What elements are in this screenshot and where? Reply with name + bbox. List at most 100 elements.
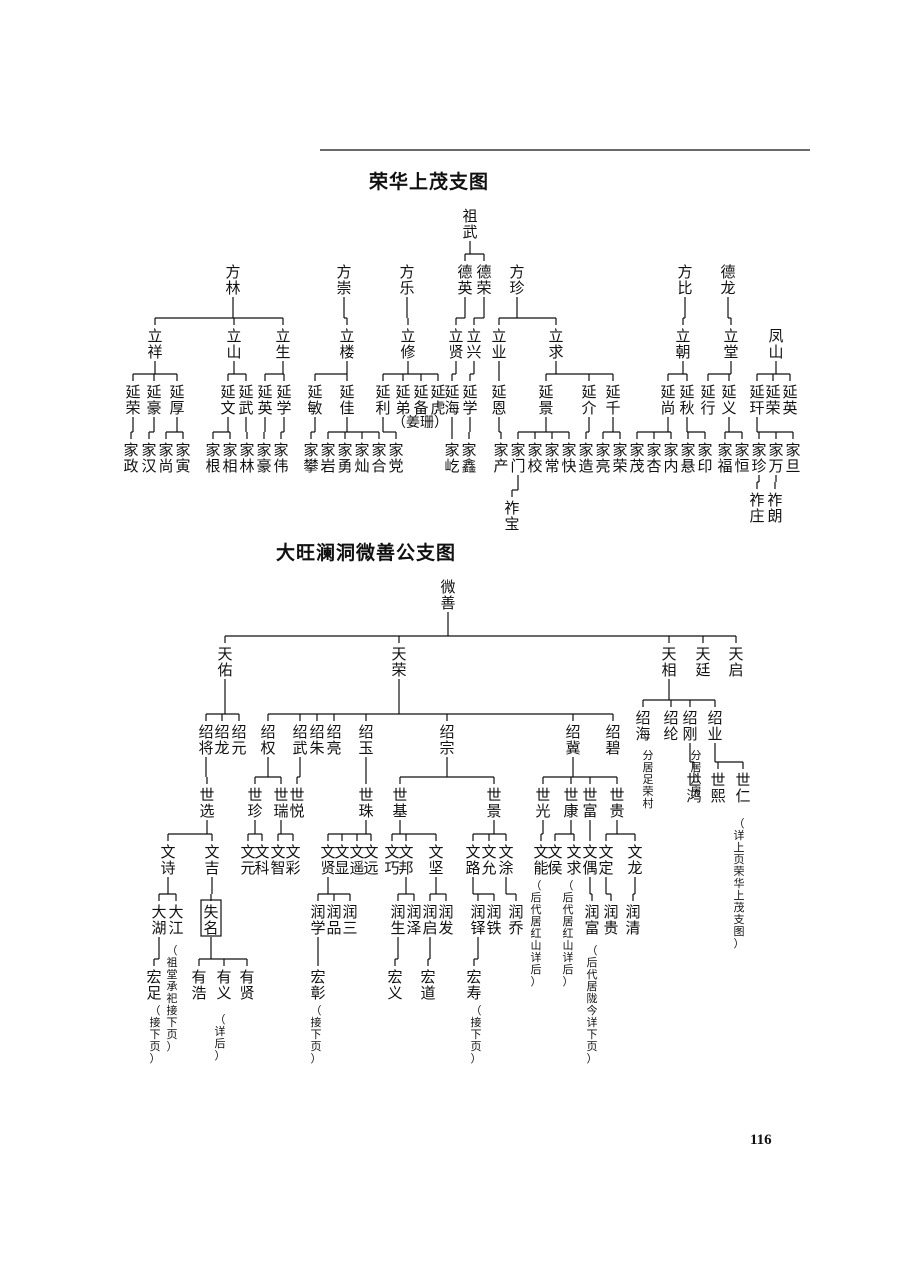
chart1-name-d31: 家福 [717,441,732,475]
chart2-name-d7: 文贤 [320,843,335,877]
chart2-name-d22: 文龙 [627,843,642,877]
chart2-name-b12: 绍海 [635,709,650,743]
chart1-name-a6: 方珍 [509,263,524,297]
chart-title-rongHuaShangMao: 荣华上茂支图 [369,171,490,193]
chart2-name-d2: 文吉 [204,843,219,877]
chart1-name-c7: 延学 [276,383,291,417]
page-number: 116 [750,1132,772,1148]
chart2-name-e15: 润贵 [603,903,618,937]
chart2-name-d9: 文遥 [349,843,364,877]
chart2-name-d1: 文诗 [160,843,175,877]
chart1-name-b9: 立求 [548,327,563,361]
chart2-name-b9: 绍宗 [439,723,454,757]
chart2-name-b5: 绍武 [292,723,307,757]
chart2-name-e4: 润学 [310,903,325,937]
chart2-name-c11: 世贵 [609,786,624,820]
chart1-name-b12: 凤山 [768,327,783,361]
chart1-name-b8: 立业 [491,327,506,361]
chart2-name-b15: 绍业 [707,709,722,743]
chart1-name-c14: 延海 [444,383,459,417]
chart2-name-b6: 绍朱 [309,723,324,757]
chart1-name-b3: 立生 [275,327,290,361]
chart1-name-c12: 延备 [413,383,428,417]
chart2-name-c4: 世悦 [289,786,304,820]
chart1-name-c13: 延虎 [430,383,445,417]
chart2-name-c8: 世光 [535,786,550,820]
chart1-name-c21: 延秋 [679,383,694,417]
chart2-name-c7: 世景 [486,786,501,820]
chart2-name-d12: 文邦 [398,843,413,877]
chart2-name-b7: 绍亮 [326,723,341,757]
chart1-name-d6: 家相 [222,441,237,475]
chart2-note-n_f3: （详后） [215,1013,226,1062]
highlight-boxes [200,899,222,937]
chart2-name-d17: 文能 [533,843,548,877]
chart2-name-b4: 绍权 [260,723,275,757]
chart1-name-d34: 家万 [768,441,783,475]
chart2-name-d3: 文元 [240,843,255,877]
chart1-name-d10: 家攀 [303,441,318,475]
chart1-name-d18: 家产 [493,441,508,475]
chart1-name-a8: 德龙 [720,263,735,297]
chart1-name-d14: 家合 [371,441,386,475]
chart2-note-n12: 分居足荣村 [643,749,654,810]
chart1-name-d12: 家勇 [337,441,352,475]
chart2-name-d8: 文显 [334,843,349,877]
chart2-name-b1: 绍将 [198,723,213,757]
chart2-name-c10: 世富 [582,786,597,820]
chart2-name-e5: 润品 [326,903,341,937]
chart2-name-c13: 世熙 [710,771,725,805]
chart2-name-d6: 文彩 [285,843,300,877]
chart2-name-d13: 文坚 [428,843,443,877]
chart1-name-d24: 家亮 [595,441,610,475]
chart1-name-b1: 立祥 [147,327,162,361]
chart2-name-c9: 世康 [563,786,578,820]
chart1-name-d15: 家党 [388,441,403,475]
chart1-name-d1: 家政 [123,441,138,475]
chart2-lost-name-box [200,899,222,937]
chart1-name-d19: 家门 [510,441,525,475]
chart1-name-c6: 延英 [257,383,272,417]
chart2-name-d4: 文科 [254,843,269,877]
chart2-name-d10: 文远 [363,843,378,877]
chart2-name-c1: 世选 [199,786,214,820]
chart2-name-d14: 文路 [465,843,480,877]
chart2-name-f5: 宏彰 [310,968,325,1002]
chart1-name-d7: 家林 [239,441,254,475]
chart2-name-d21: 文定 [598,843,613,877]
chart2-name-b2: 绍龙 [214,723,229,757]
chart2-name-e12: 润铁 [486,903,501,937]
chart2-name-e8: 润泽 [406,903,421,937]
chart1-name-d5: 家根 [205,441,220,475]
chart1-name-d32: 家恒 [734,441,749,475]
chart1-name-a4: 德英 [457,263,472,297]
chart2-name-c5: 世珠 [358,786,373,820]
chart1-name-a3: 方乐 [399,263,414,297]
chart2-name-e16: 润清 [625,903,640,937]
chart1-name-d28: 家内 [663,441,678,475]
chart2-name-d19: 文求 [566,843,581,877]
chart1-name-b6: 立贤 [448,327,463,361]
chart1-name-e1: 祚宝 [504,499,519,533]
chart1-name-c11: 延弟 [395,383,410,417]
chart1-name-b7: 立兴 [466,327,481,361]
chart1-name-d8: 家豪 [256,441,271,475]
chart2-name-b8: 绍玉 [358,723,373,757]
chart2-name-b11: 绍碧 [605,723,620,757]
chart2-name-c14: 世仁 [735,771,750,805]
chart1-name-c19: 延千 [605,383,620,417]
chart1-name-c17: 延景 [538,383,553,417]
chart2-name-e11: 润铎 [470,903,485,937]
chart1-name-c22: 延行 [700,383,715,417]
name-labels: 祖武方林方崇方乐德英德荣方珍方比德龙立祥立山立生立楼立修立贤立兴立业立求立朝立堂… [123,207,800,1065]
chart1-name-a7: 方比 [677,263,692,297]
chart1-name-c23: 延义 [721,383,736,417]
chart1-name-d9: 家伟 [273,441,288,475]
chart1-name-d11: 家岩 [320,441,335,475]
chart2-name-e13: 润乔 [508,903,523,937]
chart1-name-c10: 延利 [375,383,390,417]
chart2-name-f3: 有义 [216,968,231,1002]
chart1-name-c18: 延介 [581,383,596,417]
chart2-name-f4: 有贤 [239,968,254,1002]
